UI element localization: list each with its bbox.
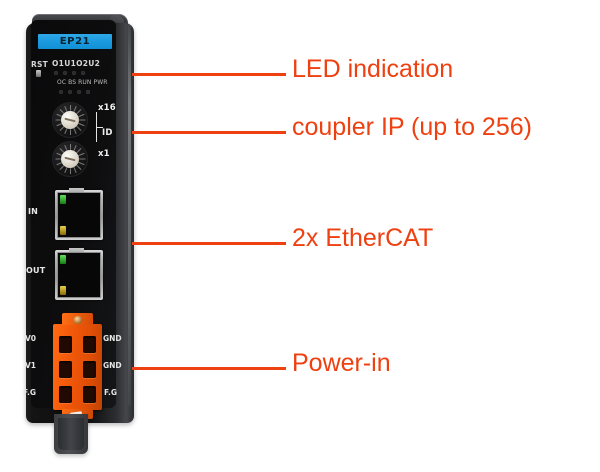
terminal-label-gnd-mid: GND — [103, 361, 122, 370]
led-indicator-bs — [68, 90, 72, 94]
rj45-in-cavity — [57, 192, 101, 238]
annotation-coupler-ip: coupler IP (up to 256) — [292, 113, 532, 141]
terminal-label-v0: V0 — [25, 334, 37, 343]
power-terminal-block[interactable] — [53, 313, 102, 419]
led-indicator-run — [77, 90, 81, 94]
led-group-bottom-label: OC BS RUN PWR — [57, 79, 108, 86]
reset-button[interactable] — [36, 70, 41, 77]
rotary-switch-x1-dial[interactable] — [61, 150, 79, 168]
rj45-in-link-led-icon — [60, 195, 66, 204]
rotary-switch-x1[interactable] — [52, 141, 88, 177]
led-indicator-u2 — [81, 71, 85, 75]
annotation-power-in: Power-in — [292, 349, 391, 377]
rotary-id-label: ID — [102, 128, 113, 138]
led-indicator-oc — [59, 90, 63, 94]
device-edge-highlight — [128, 24, 131, 406]
rj45-out-notch — [69, 248, 84, 255]
terminal-hole-gnd-mid[interactable] — [83, 361, 96, 378]
terminal-hole-fg-right[interactable] — [83, 386, 96, 403]
led-indicator-u1 — [63, 71, 67, 75]
rotary-switch-x16[interactable] — [52, 102, 88, 138]
terminal-label-gnd-top: GND — [103, 334, 122, 343]
terminal-label-v1: V1 — [25, 361, 37, 370]
terminal-hole-fg-left[interactable] — [59, 386, 72, 403]
rj45-out-link-led-icon — [60, 255, 66, 264]
leader-line-ethercat — [132, 242, 286, 245]
rotary-switch-x16-dial[interactable] — [61, 111, 79, 129]
ep21-ethercat-coupler-device: EP21 RST O1U1O2U2 OC BS RUN PWR — [23, 14, 134, 424]
rotary-x16-label: x16 — [98, 103, 116, 113]
terminal-hole-v0[interactable] — [59, 336, 72, 353]
rotary-x1-label: x1 — [98, 149, 110, 159]
terminal-hole-v1[interactable] — [59, 361, 72, 378]
annotation-ethercat: 2x EtherCAT — [292, 224, 434, 252]
leader-line-led-indication — [132, 73, 286, 76]
ethercat-port-in[interactable] — [55, 188, 103, 240]
ethercat-out-label: OUT — [26, 266, 46, 275]
led-indicator-pwr — [86, 90, 90, 94]
terminal-hole-gnd-top[interactable] — [83, 336, 96, 353]
rotary-id-bracket — [96, 112, 104, 142]
rj45-in-notch — [69, 188, 84, 195]
model-name-banner: EP21 — [38, 34, 112, 49]
terminal-top-screw-tab[interactable] — [62, 313, 93, 325]
model-name-text: EP21 — [59, 36, 91, 47]
led-indicator-o2 — [72, 71, 76, 75]
rj45-out-activity-led-icon — [60, 286, 66, 295]
rj45-in-activity-led-icon — [60, 226, 66, 235]
ethercat-port-out[interactable] — [55, 248, 103, 300]
terminal-label-fg-left: F.G — [23, 388, 37, 397]
rj45-out-cavity — [57, 252, 101, 298]
terminal-label-fg-right: F.G — [104, 388, 118, 397]
din-rail-clip — [54, 414, 88, 454]
reset-label: RST — [31, 60, 48, 69]
annotation-led-indication: LED indication — [292, 55, 454, 83]
led-group-top-label: O1U1O2U2 — [52, 59, 101, 68]
leader-line-coupler-ip — [132, 131, 286, 134]
led-indicator-o1 — [54, 71, 58, 75]
ethercat-in-label: IN — [28, 207, 39, 216]
leader-line-power-in — [132, 367, 286, 370]
